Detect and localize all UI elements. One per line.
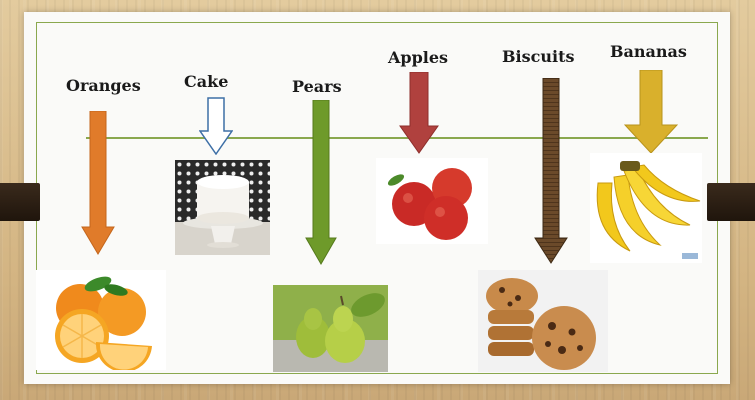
biscuits-image [478, 270, 608, 372]
oranges-arrow [81, 111, 115, 255]
label-apples: Apples [388, 48, 449, 67]
cake-icon [175, 160, 270, 255]
label-pears: Pears [292, 77, 342, 96]
pears-image [273, 285, 388, 372]
cake-image [175, 160, 270, 255]
timeline-line [86, 137, 708, 139]
apples-icon [376, 158, 488, 244]
label-oranges: Oranges [66, 76, 141, 95]
right-tab [701, 183, 755, 221]
bananas-icon [590, 153, 702, 263]
label-cake: Cake [184, 72, 229, 91]
biscuits-arrow [534, 78, 568, 264]
apples-arrow [399, 72, 439, 154]
bananas-image [590, 153, 702, 263]
oranges-image [36, 270, 166, 370]
label-biscuits: Biscuits [502, 47, 575, 66]
bananas-arrow [624, 70, 678, 154]
oranges-icon [36, 270, 166, 370]
cake-arrow [199, 97, 233, 155]
left-tab [0, 183, 40, 221]
label-bananas: Bananas [610, 42, 687, 61]
pears-arrow [305, 100, 337, 265]
pears-icon [273, 285, 388, 372]
apples-image [376, 158, 488, 244]
biscuits-icon [478, 270, 608, 372]
